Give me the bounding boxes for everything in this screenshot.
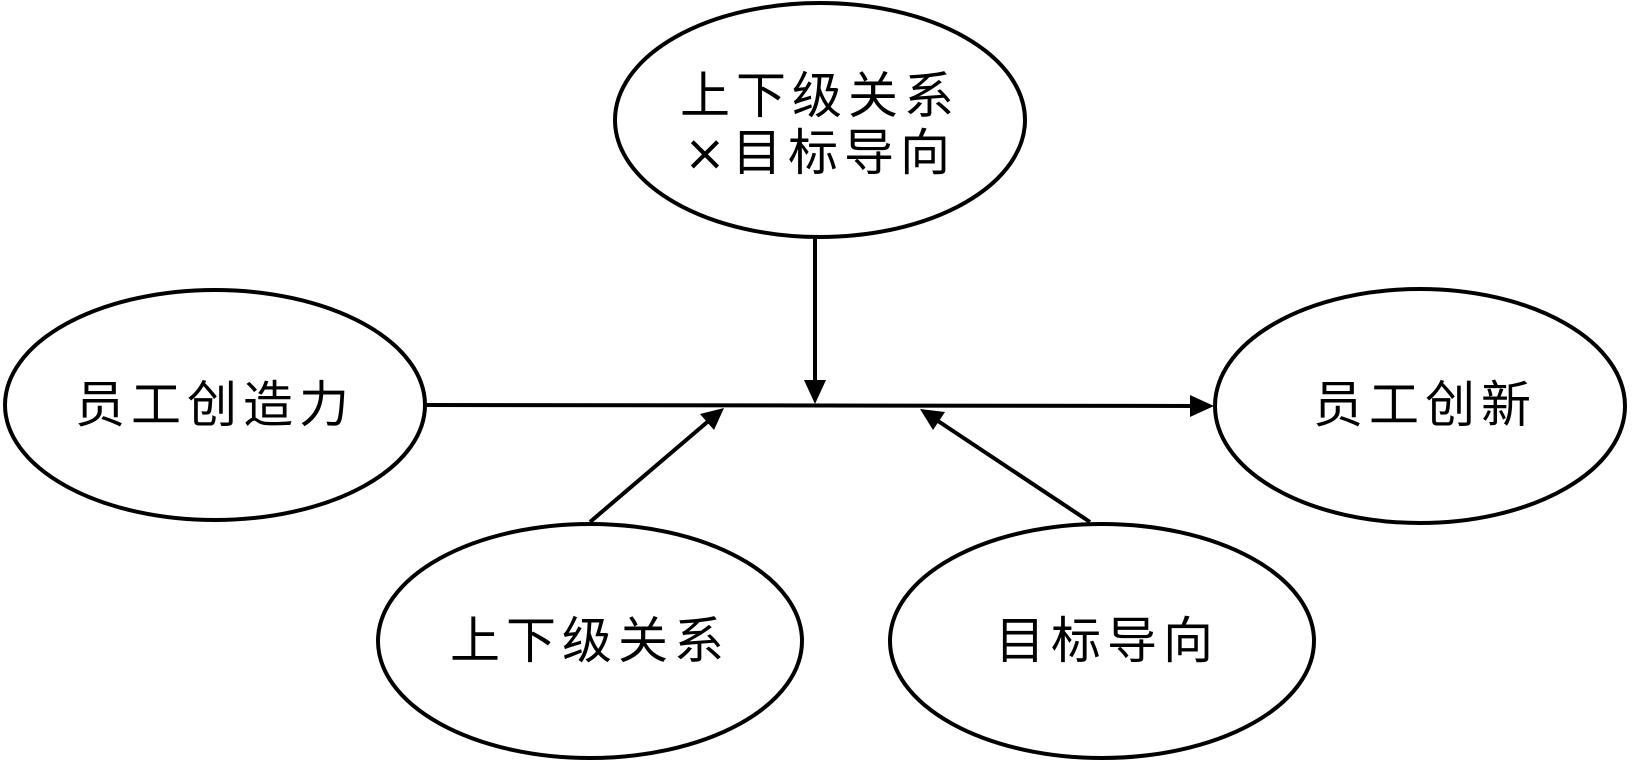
arrowhead-interaction — [804, 380, 826, 404]
arrowhead-innovation — [1190, 395, 1214, 417]
node-creativity: 员工创造力 — [3, 288, 427, 522]
node-interaction: 上下级关系 ×目标导向 — [613, 1, 1027, 239]
edge-goal-to-path — [933, 417, 1092, 524]
ellipse-goal-orientation — [888, 522, 1316, 760]
ellipse-relationship — [376, 522, 804, 760]
node-goal-orientation: 目标导向 — [888, 522, 1316, 760]
arrowhead-goal — [920, 409, 945, 430]
label-relationship: 上下级关系 — [450, 612, 730, 670]
node-innovation: 员工创新 — [1213, 287, 1627, 525]
ellipse-innovation — [1213, 287, 1627, 525]
arrowhead-relationship — [700, 408, 724, 430]
ellipse-creativity — [3, 288, 427, 522]
edge-creativity-to-innovation — [425, 403, 1199, 408]
edge-relationship-to-path — [588, 416, 714, 524]
label-creativity: 员工创造力 — [75, 376, 355, 434]
node-relationship: 上下级关系 — [376, 522, 804, 760]
label-innovation: 员工创新 — [1313, 376, 1537, 434]
label-goal-orientation: 目标导向 — [995, 612, 1219, 670]
label-interaction-line2: ×目标导向 — [684, 124, 956, 182]
label-interaction-line1: 上下级关系 — [680, 67, 960, 125]
ellipse-interaction — [613, 1, 1027, 239]
